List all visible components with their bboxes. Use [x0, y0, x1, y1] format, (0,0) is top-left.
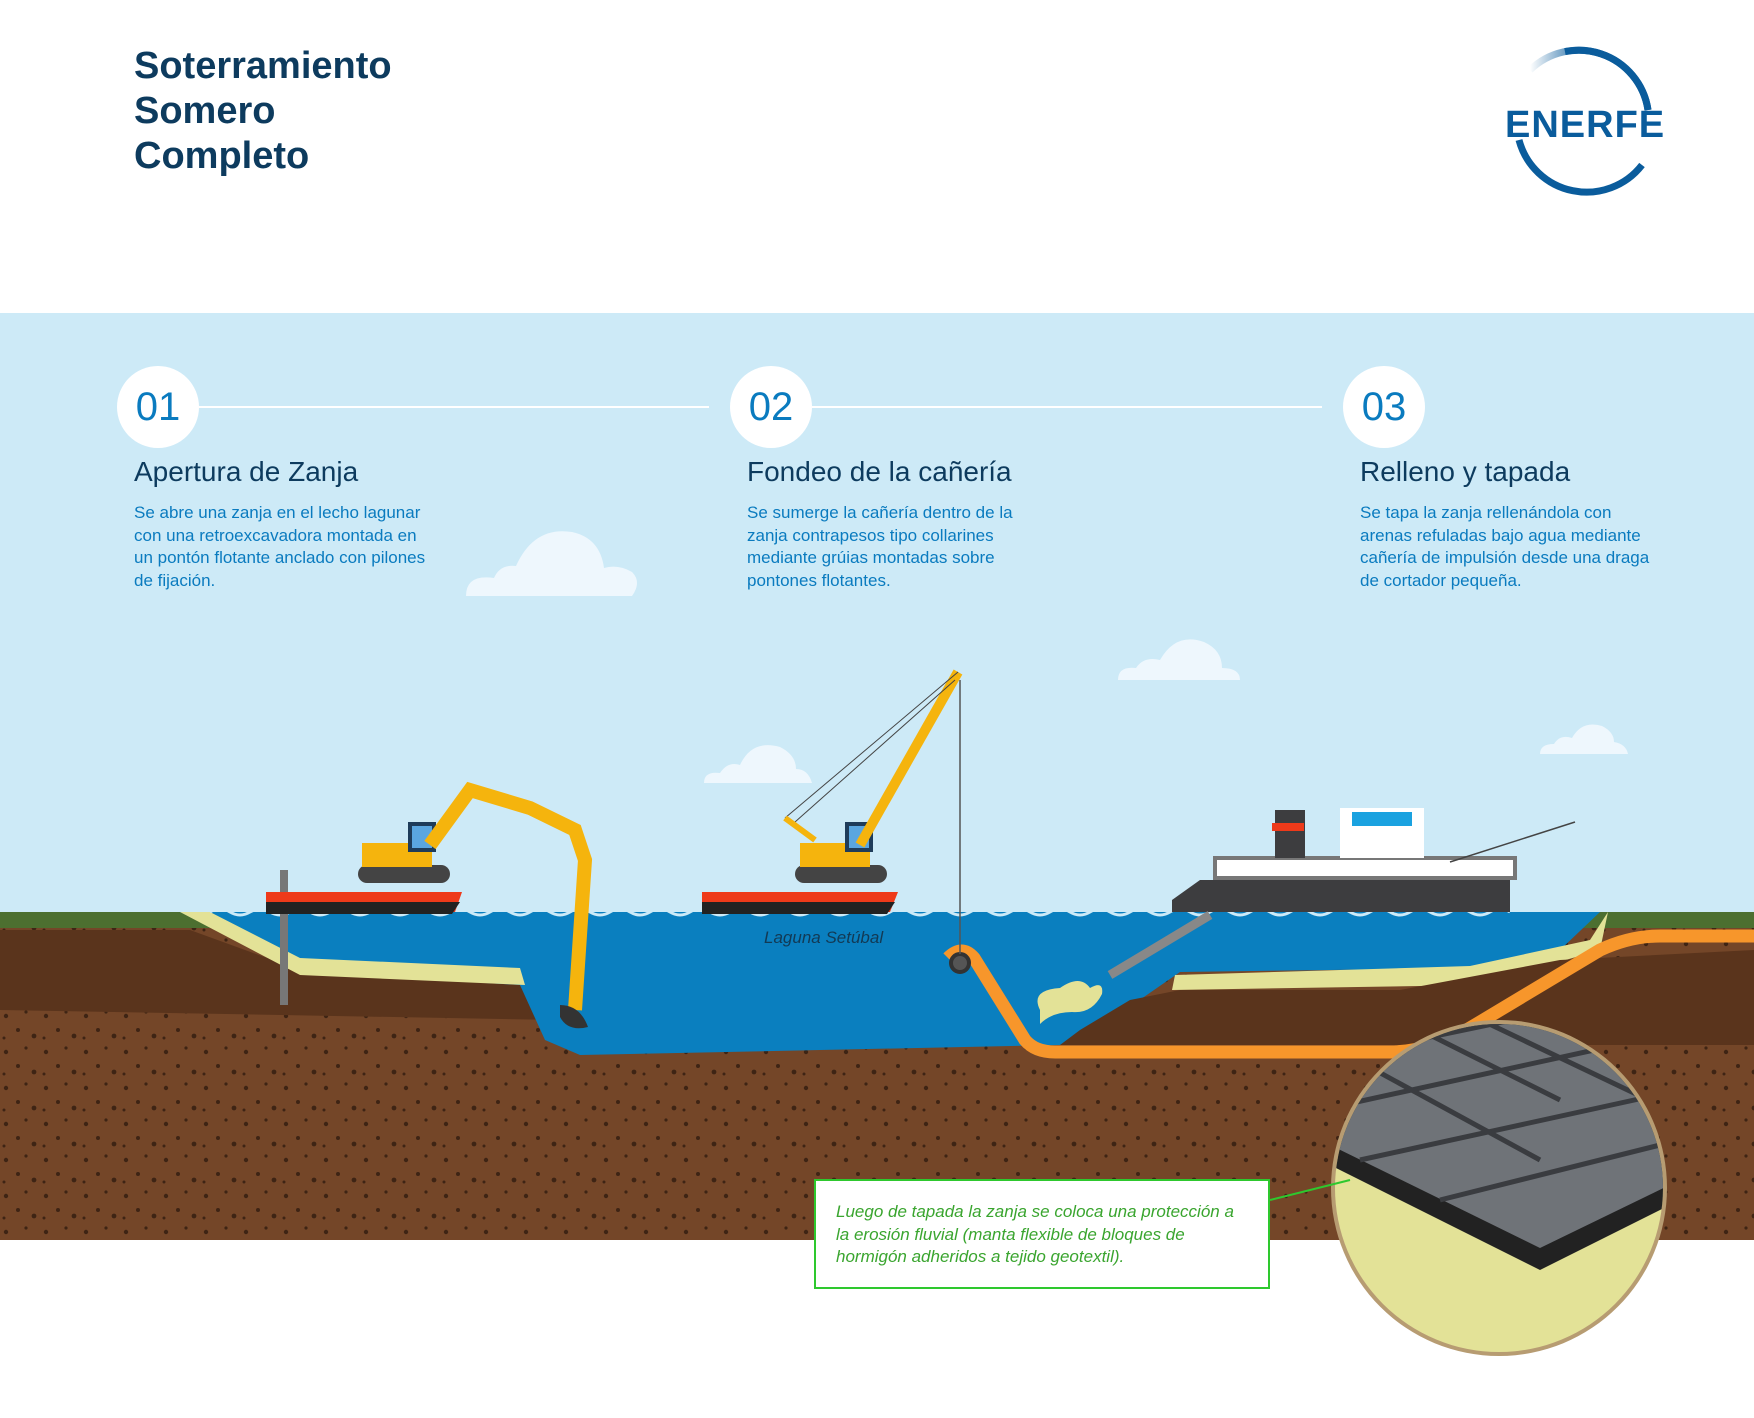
- step-body-3: Se tapa la zanja rellenándola con arenas…: [1360, 503, 1650, 590]
- step-title-2: Fondeo de la cañería: [747, 456, 1012, 487]
- lagoon-water: [180, 912, 1600, 1055]
- title-line: Somero: [134, 90, 276, 132]
- step-connector: [812, 406, 1322, 408]
- title-line: Soterramiento: [134, 45, 392, 87]
- dredger-ship: [1037, 808, 1576, 1024]
- page-title: Soterramiento Somero Completo: [134, 44, 392, 179]
- cloud-icon: [466, 531, 1628, 783]
- pipeline: [943, 929, 1754, 1059]
- logo-ring-icon: [1515, 46, 1652, 196]
- step-body-2: Se sumerge la cañería dentro de la zanja…: [747, 503, 1013, 590]
- enerfe-logo: ENERFE: [1505, 104, 1666, 146]
- pipe-collar-icon: [949, 952, 971, 974]
- step-number-1: 01: [117, 366, 199, 448]
- step-number-2: 02: [730, 366, 812, 448]
- step-connector: [199, 406, 709, 408]
- step-number-3: 03: [1343, 366, 1425, 448]
- step-title-3: Relleno y tapada: [1360, 456, 1571, 487]
- callout-note: Luego de tapada la zanja se coloca una p…: [814, 1179, 1270, 1289]
- step-body-1: Se abre una zanja en el lecho lagunar co…: [134, 503, 426, 590]
- concrete-mattress-detail: [1269, 1020, 1667, 1356]
- lagoon-label: Laguna Setúbal: [764, 928, 884, 947]
- crane-pontoon: [702, 669, 963, 914]
- title-line: Completo: [134, 135, 310, 177]
- excavator-pontoon: [266, 781, 593, 1029]
- step-title-1: Apertura de Zanja: [134, 456, 359, 487]
